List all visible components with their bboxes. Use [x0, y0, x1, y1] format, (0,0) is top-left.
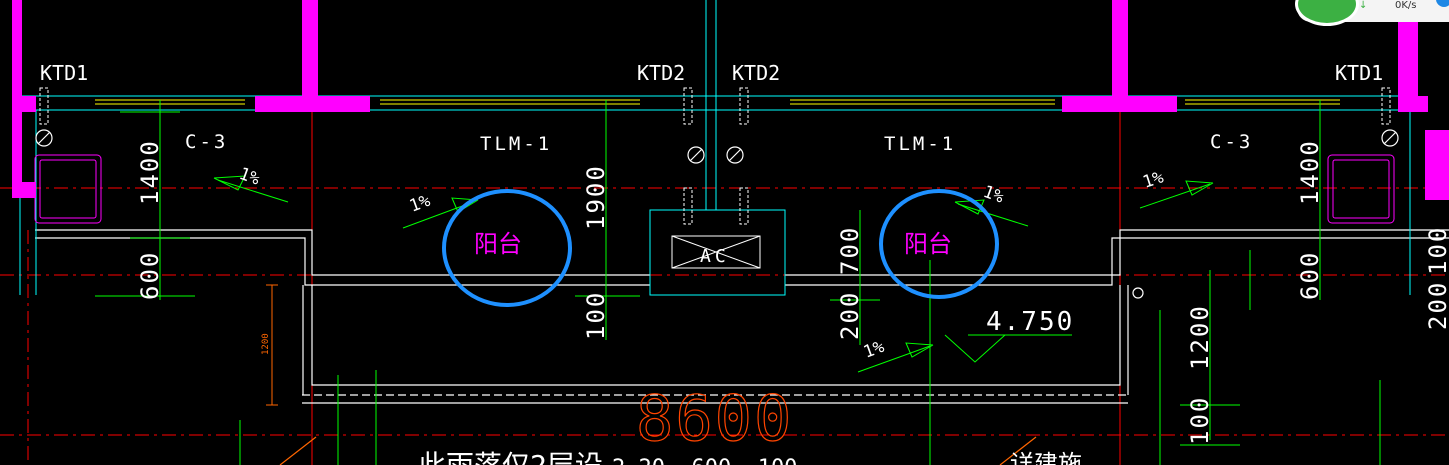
dim-1900: 1900 [582, 164, 610, 230]
dim-100-edge: 100 [1424, 226, 1449, 275]
note-bottom-right: 详建施 [1010, 450, 1082, 465]
window-glazing [95, 99, 1340, 105]
small-dimension [266, 284, 278, 406]
dim-1400-left: 1400 [136, 139, 164, 205]
room-label-balcony-left: 阳台 [474, 230, 522, 258]
dim-600-left: 600 [136, 251, 164, 300]
total-dimension: 8600 [636, 382, 793, 455]
drain-pipes [35, 129, 1399, 299]
ac-label: AC [700, 246, 730, 267]
appliance-boxes [34, 154, 1395, 224]
door-label-ktd1-left: KTD1 [40, 61, 88, 85]
structural-columns [12, 0, 1449, 200]
annotation-circle-right [879, 189, 999, 299]
door-label-ktd1-right: KTD1 [1335, 61, 1383, 85]
note-bottom-left: 此雨落仅2层设 [418, 449, 603, 465]
network-speed-label: 0K/s [1395, 0, 1417, 11]
dim-100-right: 100 [1186, 396, 1214, 445]
dim-1200-right: 1200 [1186, 304, 1214, 370]
dim-1200-small: 1200 [261, 333, 271, 355]
dimension-lines [95, 100, 1381, 465]
download-arrow-icon: ↓ [1359, 0, 1368, 11]
ac-unit [671, 235, 761, 269]
window-label-c3-right: C-3 [1210, 131, 1253, 153]
annotation-circles [442, 189, 999, 307]
dim-1400-right: 1400 [1296, 139, 1324, 205]
dim-100-mid: 100 [582, 291, 610, 340]
door-label-ktd2-left: KTD2 [637, 61, 685, 85]
room-label-balcony-right: 阳台 [904, 230, 952, 258]
info-icon[interactable] [1436, 0, 1449, 7]
dim-700: 700 [836, 226, 864, 275]
network-speed-widget[interactable]: ↓ 0K/s [1295, 0, 1449, 26]
dim-200: 200 [836, 291, 864, 340]
dim-200-edge: 200 [1424, 281, 1449, 330]
door-leaves [39, 87, 1391, 225]
window-label-c3-left: C-3 [185, 131, 228, 153]
window-label-tlm1-left: TLM-1 [480, 133, 552, 155]
dim-600-right: 600 [1296, 251, 1324, 300]
annotation-circle-left [442, 189, 572, 307]
balcony-walls [35, 229, 1449, 404]
window-label-tlm1-right: TLM-1 [884, 133, 956, 155]
bottom-marks [279, 436, 1037, 465]
door-label-ktd2-right: KTD2 [732, 61, 780, 85]
note-bottom-numbers: 2-20, 600, 100 [612, 456, 797, 465]
elevation-label: 4.750 [986, 307, 1074, 337]
